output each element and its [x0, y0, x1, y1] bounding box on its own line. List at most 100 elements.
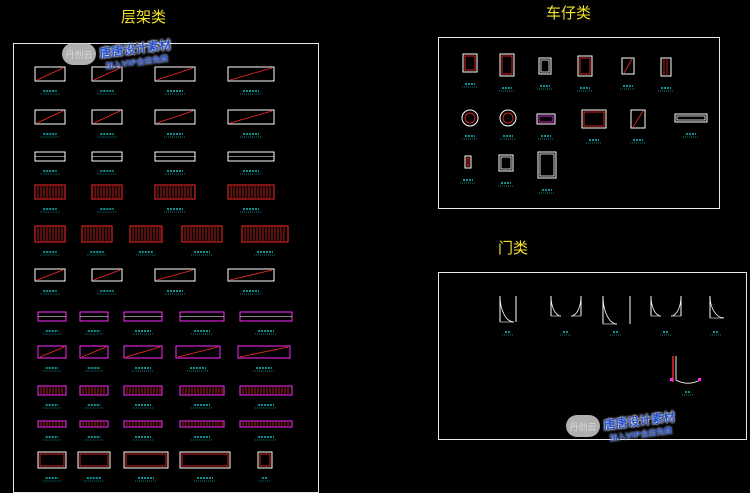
cad-block — [181, 225, 223, 243]
cad-block — [129, 225, 163, 243]
cad-block — [239, 385, 293, 396]
cad-inner — [500, 156, 512, 170]
cad-block — [499, 109, 517, 127]
cad-block — [538, 57, 552, 75]
cad-block — [537, 151, 557, 179]
cad-door-swing — [499, 295, 515, 323]
cad-block — [34, 268, 66, 282]
cad-diagonal — [156, 67, 194, 81]
cad-block — [77, 451, 111, 469]
cad-block — [499, 53, 515, 77]
watermark-bottom: 丹创云 唐唐设计素材 加入VIP全店免费 — [566, 410, 676, 443]
cad-diagonal — [36, 110, 64, 124]
cad-block — [34, 184, 66, 200]
cad-diagonal — [632, 110, 644, 128]
cad-diagonal — [156, 269, 194, 281]
cad-block — [175, 345, 221, 359]
cad-block — [461, 109, 479, 127]
cad-block — [179, 451, 231, 469]
title-doors: 门类 — [498, 239, 529, 257]
cad-door-swing — [670, 295, 682, 317]
cad-inner — [79, 453, 109, 467]
cad-inner — [464, 55, 476, 71]
cad-block — [621, 57, 635, 75]
cad-diagonal — [39, 346, 65, 358]
cad-block — [239, 420, 293, 428]
cad-block — [674, 113, 708, 123]
cad-door-swing — [709, 295, 725, 319]
cad-diagonal — [156, 110, 194, 124]
frame-doors — [438, 272, 747, 440]
cad-diagonal — [81, 346, 107, 358]
cad-block — [34, 225, 66, 243]
cad-block — [660, 57, 672, 77]
cad-inner — [583, 111, 605, 127]
cad-diagonal — [623, 58, 633, 74]
cad-block — [227, 268, 275, 282]
title-shelves: 层架类 — [121, 8, 167, 26]
cad-inner — [502, 112, 514, 124]
cad-diagonal — [177, 346, 219, 358]
cad-block — [123, 345, 163, 359]
cad-diagonal — [36, 67, 64, 81]
cad-marker — [670, 378, 673, 381]
cad-block — [37, 345, 67, 359]
cad-inner — [466, 157, 470, 167]
cad-inner — [259, 453, 271, 467]
cad-block — [241, 225, 289, 243]
cad-block — [34, 66, 66, 82]
cad-block — [257, 451, 273, 469]
cad-block — [37, 420, 67, 428]
cad-inner — [39, 453, 65, 467]
watermark-badge: 丹创云 — [62, 43, 96, 65]
cad-diagonal — [93, 269, 121, 281]
cad-block — [154, 184, 196, 200]
watermark-top: 丹创云 唐唐设计素材 加入VIP全店免费 — [62, 38, 172, 71]
cad-door-swing — [550, 295, 562, 317]
cad-block — [179, 385, 225, 396]
cad-block — [37, 451, 67, 469]
cad-block — [123, 420, 163, 428]
cad-block — [154, 268, 196, 282]
cad-diagonal — [229, 67, 273, 81]
cad-diagonal — [36, 269, 64, 281]
cad-inner — [181, 453, 229, 467]
cad-block — [81, 225, 113, 243]
cad-block — [237, 345, 291, 359]
cad-block — [581, 109, 607, 129]
frame-trolleys — [438, 37, 720, 209]
cad-inner — [539, 153, 555, 177]
cad-inner — [540, 59, 550, 73]
watermark-badge-bottom: 丹创云 — [566, 415, 600, 437]
cad-block — [179, 420, 225, 428]
cad-diagonal — [93, 110, 121, 124]
cad-block — [630, 109, 646, 129]
cad-inner — [501, 55, 513, 75]
cad-block — [227, 184, 275, 200]
cad-inner — [579, 57, 591, 75]
cad-block — [123, 385, 163, 396]
cad-door-swing — [650, 295, 662, 317]
cad-block — [577, 55, 593, 77]
cad-block — [79, 345, 109, 359]
cad-block — [536, 113, 556, 125]
cad-marker — [698, 378, 701, 381]
cad-diagonal — [229, 269, 273, 281]
title-trolleys: 车仔类 — [546, 4, 592, 22]
cad-block — [79, 420, 109, 428]
cad-block — [498, 154, 514, 172]
cad-inner — [464, 112, 476, 124]
cad-block — [464, 155, 472, 169]
cad-block — [91, 268, 123, 282]
cad-block — [79, 385, 109, 396]
cad-diagonal — [229, 110, 273, 124]
cad-door-swing — [602, 295, 618, 325]
cad-block — [227, 66, 275, 82]
cad-block — [91, 184, 123, 200]
cad-door-swing — [675, 356, 701, 384]
cad-block — [37, 385, 67, 396]
cad-diagonal — [125, 346, 161, 358]
cad-diagonal — [239, 346, 289, 358]
cad-inner — [125, 453, 167, 467]
